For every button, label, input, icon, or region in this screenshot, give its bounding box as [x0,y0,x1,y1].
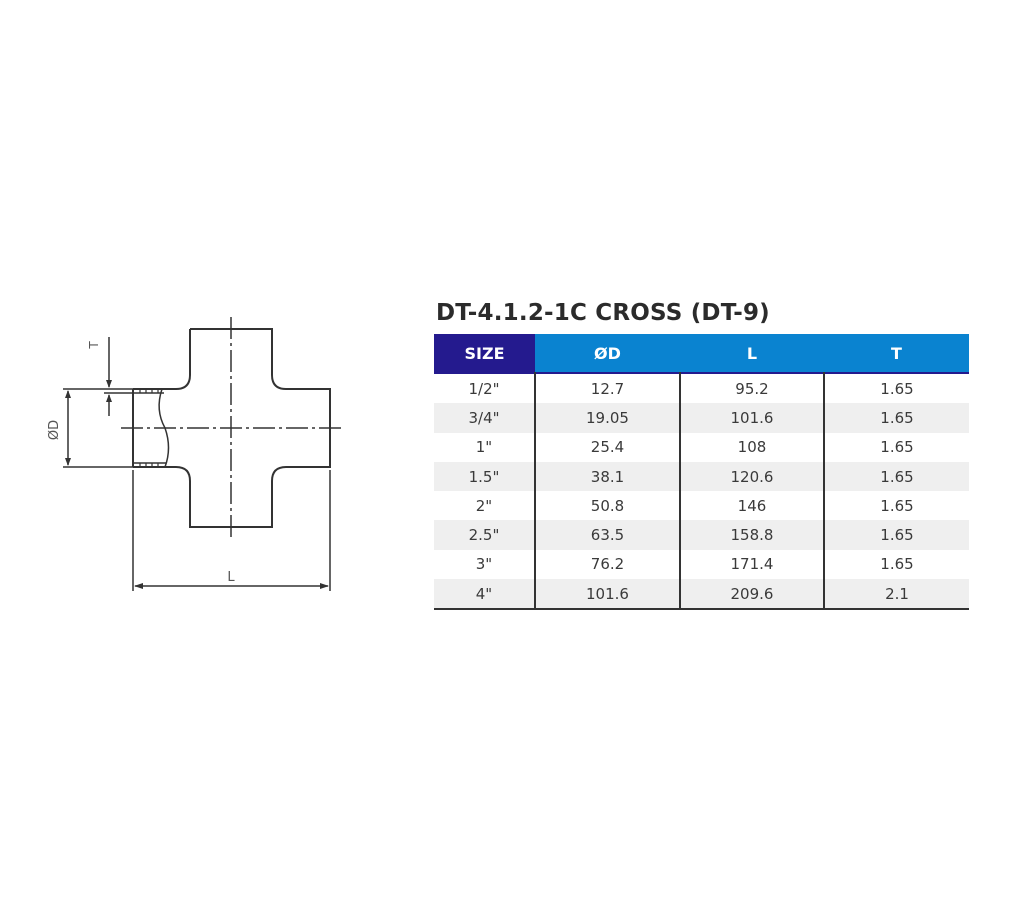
cell-od: 63.5 [535,520,681,550]
cell-od: 101.6 [535,579,681,611]
cell-od: 76.2 [535,549,681,580]
cell-od: 38.1 [535,461,681,492]
cell-t: 1.65 [880,379,914,398]
cell-t: 1.65 [880,438,914,457]
cell-l: 209.6 [680,579,825,611]
cell-od: 50.8 [535,491,681,521]
table-row: 4" 101.6 209.6 2.1 [434,579,969,611]
cell-l: 146 [680,491,825,521]
dimension-lines [63,337,331,591]
cell-size: 3" [434,549,536,580]
cross-fitting-drawing: T ØD L [0,0,420,922]
cell-l: 101.6 [680,403,825,433]
cell-l: 95.2 [680,373,825,404]
cell-size: 2" [434,491,536,521]
table-row: 1" 25.4 108 1.65 [434,432,969,462]
cell-size: 1.5" [434,461,536,492]
cell-size: 3/4" [434,403,536,433]
cell-t: 1.65 [880,496,914,515]
dimension-table: SIZE ØD L T 1/2" 12.7 95.2 1.65 3/4" 19.… [434,334,969,611]
cell-t: 1.65 [824,520,969,550]
cell-t: 2.1 [824,579,969,611]
cell-l: 171.4 [680,549,825,580]
table-header-row: SIZE ØD L T [434,334,969,373]
column-header-t: T [824,334,969,373]
cell-size: 1" [434,432,536,462]
table-row: 2" 50.8 146 1.65 [434,491,969,521]
thickness-label: T [87,341,101,350]
cell-t: 1.65 [824,461,969,492]
cell-od: 19.05 [535,403,681,433]
cell-od: 12.7 [535,373,681,404]
column-header-size: SIZE [434,334,535,373]
cell-l: 158.8 [680,520,825,550]
column-header-l: L [680,334,824,373]
outer-diameter-label: ØD [47,420,62,440]
cell-l: 108 [680,432,825,462]
cell-size: 4" [434,579,536,611]
table-title: DT-4.1.2-1C CROSS (DT-9) [436,300,770,326]
table-row: 1/2" 12.7 95.2 1.65 [434,373,969,404]
cell-size: 2.5" [434,520,536,550]
table-row: 2.5" 63.5 158.8 1.65 [434,520,969,550]
cell-t: 1.65 [880,555,914,574]
column-header-od: ØD [535,334,680,373]
cell-size: 1/2" [434,373,536,404]
length-label: L [227,570,235,585]
table-row: 3" 76.2 171.4 1.65 [434,549,969,580]
table-row: 1.5" 38.1 120.6 1.65 [434,461,969,492]
cell-l: 120.6 [680,461,825,492]
table-row: 3/4" 19.05 101.6 1.65 [434,403,969,433]
cell-t: 1.65 [824,403,969,433]
cell-od: 25.4 [535,432,681,462]
wall-hatch [139,389,159,467]
centerlines [121,317,342,538]
